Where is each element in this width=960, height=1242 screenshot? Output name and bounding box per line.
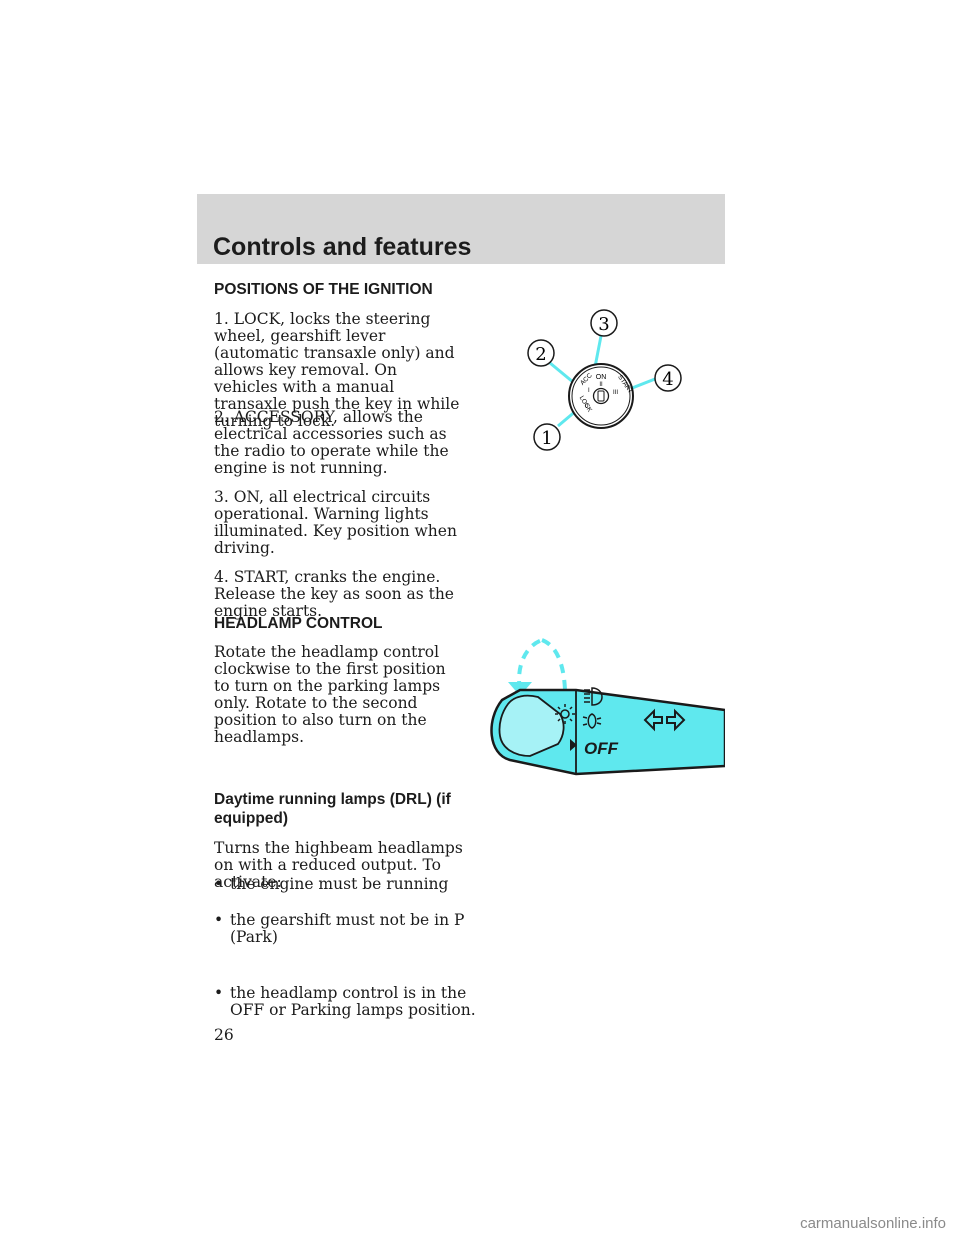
- off-label: OFF: [584, 739, 619, 758]
- callout-number-3: 3: [598, 314, 609, 335]
- ignition-inner-ring: [571, 366, 631, 426]
- drl-bullet-headlamp-control: the headlamp control is in the OFF or Pa…: [214, 985, 480, 1019]
- label-acc-mark: I: [588, 388, 590, 394]
- sun-icon: [555, 704, 575, 724]
- callout-circle-2: [527, 339, 555, 367]
- callout-circle-4: [654, 364, 682, 392]
- ignition-item-lock: 1. LOCK, locks the steering wheel, gears…: [214, 310, 460, 430]
- label-start-mark: III: [613, 390, 618, 396]
- callout-circle-3: [590, 309, 618, 337]
- ignition-item-accessory: 2. ACCESSORY, allows the electrical acce…: [214, 408, 449, 477]
- key-slot: [597, 390, 605, 402]
- chapter-header-band: Controls and features: [197, 194, 725, 264]
- ignition-item-start: 4. START, cranks the engine. Release the…: [214, 568, 454, 620]
- label-lock-mark: 0: [585, 404, 589, 410]
- turn-signal-arrows-icon: [643, 708, 686, 732]
- headlamp-heading: HEADLAMP CONTROL: [214, 615, 383, 632]
- ignition-item-on: 3. ON, all electrical circuits operation…: [214, 488, 457, 557]
- callout-number-4: 4: [662, 369, 673, 390]
- parking-lamp-icon: [582, 713, 602, 729]
- callout-circle-1: [533, 423, 561, 451]
- control-knob: [498, 694, 565, 757]
- headlamp-beam-icon: [584, 687, 603, 706]
- footer-watermark: carmanualsonline.info: [800, 1215, 946, 1232]
- drl-heading: Daytime running lamps (DRL) (if equipped…: [214, 791, 451, 827]
- key-cylinder: [592, 387, 610, 405]
- rotation-arc-return: [541, 638, 567, 691]
- callout-line-3: [593, 335, 603, 368]
- chapter-title: Controls and features: [213, 233, 472, 261]
- callout-number-1: 1: [541, 428, 552, 449]
- position-pointer-icon: [570, 739, 577, 751]
- drl-bullet-running: the engine must be running: [214, 876, 480, 894]
- callout-number-2: 2: [535, 344, 546, 365]
- drl-bullet-gearshift: the gearshift must not be in P (Park): [214, 912, 480, 946]
- ignition-switch-diagram: ON II ACC I LOCK 0 START III 2 3 4 1: [527, 309, 682, 451]
- headlamp-text: Rotate the headlamp control clockwise to…: [214, 643, 446, 746]
- page-number: 26: [214, 1026, 234, 1044]
- ignition-heading: POSITIONS OF THE IGNITION: [214, 281, 433, 298]
- label-on: ON: [596, 374, 607, 381]
- label-on-mark: II: [599, 382, 603, 388]
- headlamp-control-diagram: OFF: [490, 638, 725, 776]
